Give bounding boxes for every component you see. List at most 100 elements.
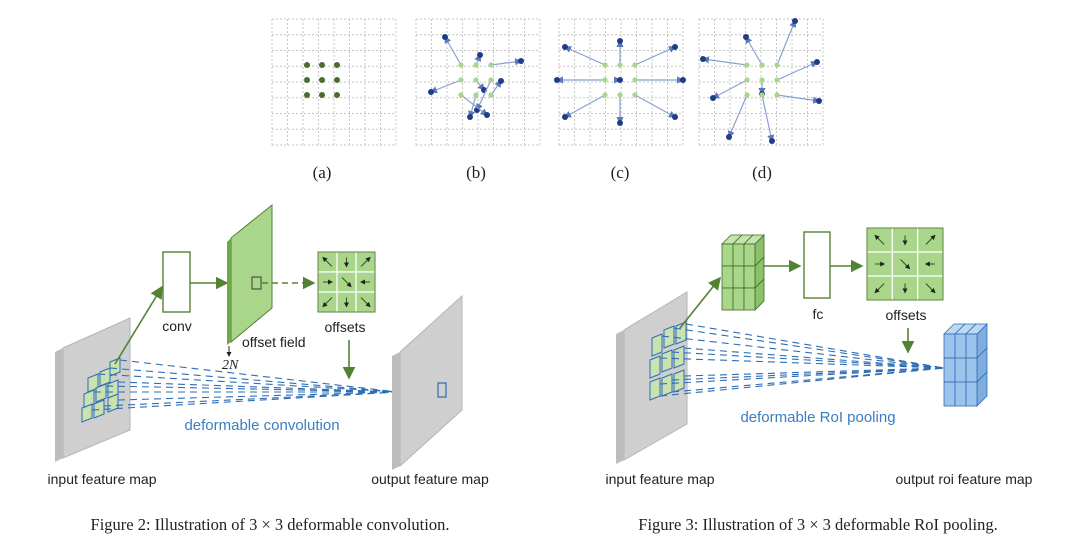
offsets-grid-fig2 bbox=[317, 251, 376, 313]
cube-cell bbox=[943, 333, 956, 359]
offset-sample-dot bbox=[672, 114, 678, 120]
sample-dot bbox=[304, 62, 310, 68]
offset-arrow bbox=[874, 234, 885, 245]
cube-cell bbox=[732, 243, 745, 267]
conv-box bbox=[162, 251, 191, 313]
offset-arrow bbox=[322, 297, 333, 308]
cube-cell bbox=[743, 265, 756, 289]
offsets-grid-fig3 bbox=[866, 227, 944, 301]
panel-b bbox=[415, 18, 541, 146]
fc-label: fc bbox=[813, 306, 824, 322]
offset-arrow bbox=[874, 283, 885, 294]
panel-a bbox=[271, 18, 397, 146]
cube-cell bbox=[743, 287, 756, 311]
offset-sample-dot bbox=[617, 38, 623, 44]
input-sampling-cells bbox=[81, 357, 121, 423]
regular-sample-dot bbox=[632, 92, 638, 98]
regular-sample-dot bbox=[774, 92, 780, 98]
deformable-convolution-label: deformable convolution bbox=[184, 417, 339, 434]
regular-sample-dot bbox=[473, 77, 479, 83]
cube-cell bbox=[943, 357, 956, 383]
input-feature-map-label: input feature map bbox=[48, 471, 157, 487]
output-roi-feature-map-label: output roi feature map bbox=[896, 471, 1033, 487]
cube-cell bbox=[965, 357, 978, 383]
offset-field bbox=[230, 203, 273, 344]
regular-sample-dot bbox=[602, 77, 608, 83]
regular-sample-dot bbox=[617, 92, 623, 98]
regular-sample-dot bbox=[744, 62, 750, 68]
two-n-label: 2N bbox=[222, 358, 239, 373]
label-d: (d) bbox=[752, 163, 772, 182]
regular-sample-dot bbox=[617, 62, 623, 68]
regular-sample-dot bbox=[458, 62, 464, 68]
deformable-roi-pooling-label: deformable RoI pooling bbox=[740, 409, 895, 426]
cube-cell bbox=[954, 357, 967, 383]
sample-dot bbox=[304, 77, 310, 83]
label-b: (b) bbox=[466, 163, 486, 182]
regular-sample-dot bbox=[632, 77, 638, 83]
offset-sample-dot bbox=[562, 114, 568, 120]
regular-sample-dot bbox=[744, 92, 750, 98]
figure-3: fc offsets deformable RoI pooling input … bbox=[606, 227, 1033, 534]
conv-label: conv bbox=[162, 318, 192, 334]
regular-sample-dot bbox=[632, 62, 638, 68]
sample-dot bbox=[319, 92, 325, 98]
regular-sample-dot bbox=[759, 92, 765, 98]
figure-2-caption: Figure 2: Illustration of 3 × 3 deformab… bbox=[91, 515, 450, 534]
offset-sample-dot bbox=[617, 77, 623, 83]
label-a: (a) bbox=[313, 163, 332, 182]
output-feature-map-plane bbox=[399, 294, 463, 468]
offset-sample-dot bbox=[498, 78, 504, 84]
regular-sample-dot bbox=[458, 77, 464, 83]
output-roi-cube bbox=[943, 323, 988, 407]
offsets-label-fig2: offsets bbox=[325, 319, 366, 335]
sample-dot bbox=[304, 92, 310, 98]
regular-sample-dot bbox=[488, 77, 494, 83]
sampling-panels bbox=[271, 18, 824, 146]
offset-arrow bbox=[925, 283, 936, 294]
offset-sample-dot bbox=[710, 95, 716, 101]
offset-sample-dot bbox=[700, 56, 706, 62]
offset-arrow bbox=[322, 256, 333, 267]
cube-cell bbox=[721, 287, 734, 311]
offset-sample-dot bbox=[792, 18, 798, 24]
figure-2: conv 2N offset field offsets deformable … bbox=[48, 203, 489, 534]
output-feature-map-label: output feature map bbox=[371, 471, 489, 487]
label-c: (c) bbox=[611, 163, 630, 182]
offset-field-label: offset field bbox=[242, 334, 306, 350]
regular-sample-dot bbox=[759, 62, 765, 68]
offset-sample-dot bbox=[484, 112, 490, 118]
cube-cell bbox=[732, 287, 745, 311]
regular-sample-dot bbox=[458, 92, 464, 98]
sample-dot bbox=[334, 77, 340, 83]
cube-cell bbox=[954, 381, 967, 407]
input-roi-cells bbox=[649, 321, 687, 401]
offset-arrow bbox=[900, 259, 911, 270]
offset-arrow bbox=[360, 297, 371, 308]
offset-sample-dot bbox=[477, 52, 483, 58]
regular-sample-dot bbox=[488, 62, 494, 68]
regular-sample-dot bbox=[774, 62, 780, 68]
sample-dot bbox=[319, 62, 325, 68]
offset-sample-dot bbox=[518, 58, 524, 64]
offset-sample-dot bbox=[769, 138, 775, 144]
cube-cell bbox=[954, 333, 967, 359]
regular-sample-dot bbox=[744, 77, 750, 83]
offset-sample-dot bbox=[726, 134, 732, 140]
offset-sample-dot bbox=[617, 120, 623, 126]
figure-3-caption: Figure 3: Illustration of 3 × 3 deformab… bbox=[638, 515, 997, 534]
offset-sample-dot bbox=[467, 114, 473, 120]
offset-arrow bbox=[925, 234, 936, 245]
cube-cell bbox=[965, 333, 978, 359]
offset-arrow bbox=[360, 256, 371, 267]
fc-box bbox=[803, 231, 831, 299]
regular-sample-dot bbox=[759, 77, 765, 83]
offset-sample-dot bbox=[442, 34, 448, 40]
offsets-label-fig3: offsets bbox=[886, 307, 927, 323]
cube-cell bbox=[743, 243, 756, 267]
offset-sample-dot bbox=[680, 77, 686, 83]
offset-arrow bbox=[341, 277, 352, 288]
regular-sample-dot bbox=[488, 92, 494, 98]
offset-sample-dot bbox=[554, 77, 560, 83]
